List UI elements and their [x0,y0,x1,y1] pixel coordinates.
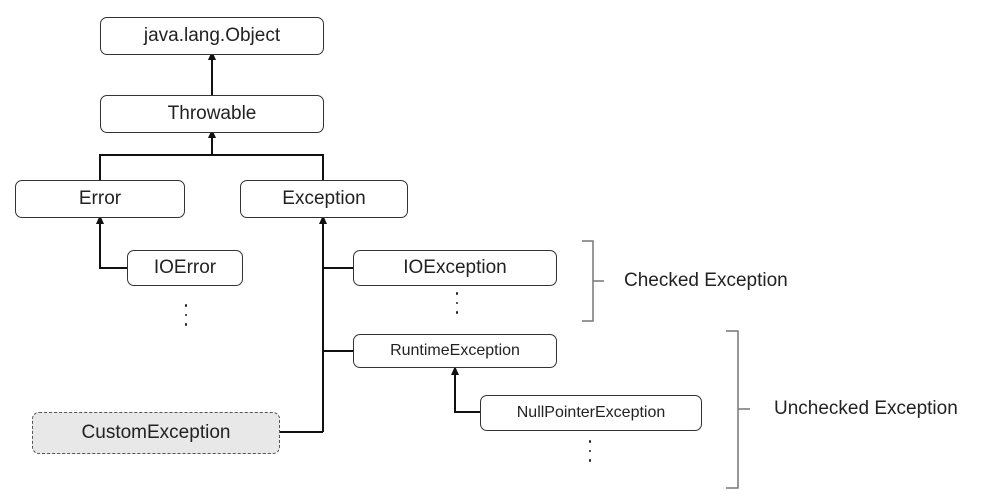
unchecked-exception-label: Unchecked Exception [774,398,958,419]
throwable-label: Throwable [167,103,257,124]
runtime-exception-node: RuntimeException [353,334,557,368]
error-label: Error [78,188,122,209]
npe-more-ellipsis [585,440,595,462]
checked-bracket [582,240,604,322]
custom-exception-node: CustomException [32,412,280,454]
unchecked-bracket [726,330,750,489]
ioerror-label: IOError [153,257,217,278]
error-node: Error [15,180,185,218]
ioexception-node: IOException [353,250,557,286]
error-exception-to-throwable-arrow [99,154,324,180]
custom-exception-label: CustomException [81,422,231,443]
runtime-exception-label: RuntimeException [390,342,520,359]
ioexception-more-ellipsis [452,292,462,314]
throwable-node: Throwable [100,95,324,133]
ioerror-node: IOError [127,250,243,286]
exception-node: Exception [240,180,408,218]
exception-label: Exception [282,188,366,209]
object-node: java.lang.Object [100,17,324,55]
npe-to-runtime-arrow [451,366,480,413]
ioexception-label: IOException [403,257,507,278]
null-pointer-exception-label: NullPointerException [516,404,666,421]
null-pointer-exception-node: NullPointerException [480,395,702,431]
object-label: java.lang.Object [143,25,281,46]
checked-exception-label: Checked Exception [624,270,788,291]
ioerror-to-error-arrow [96,215,127,269]
error-more-ellipsis [181,304,191,326]
